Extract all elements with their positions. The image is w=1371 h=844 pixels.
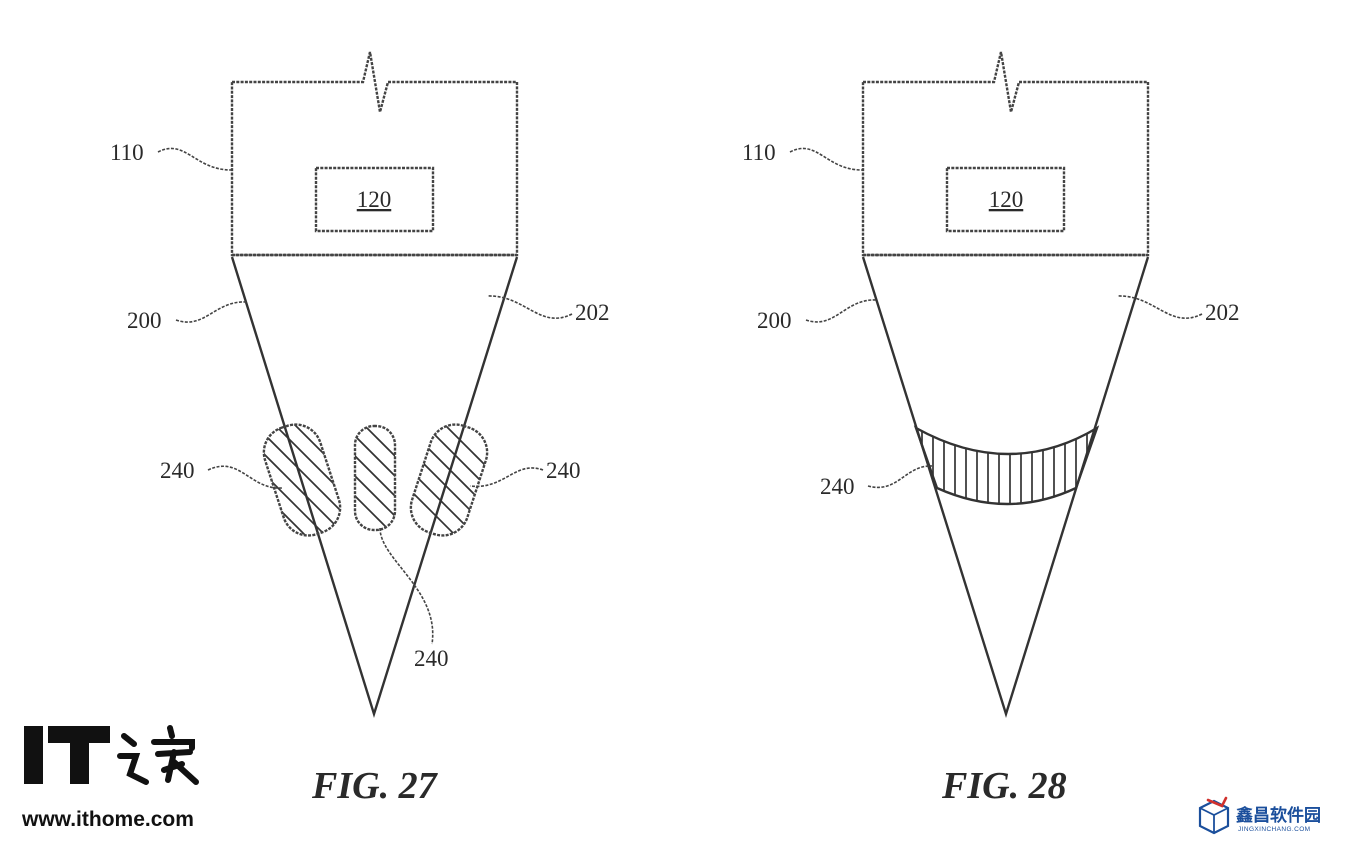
ithome-logo	[24, 725, 199, 785]
ithome-url: www.ithome.com	[21, 808, 194, 831]
leader-202	[487, 295, 573, 319]
leader-110	[789, 147, 863, 171]
xinchang-name: 鑫昌软件园	[1235, 805, 1321, 826]
xinchang-watermark: 鑫昌软件园 JINGXINCHANG.COM	[1198, 796, 1321, 835]
housing-110	[230, 51, 519, 257]
ithome-watermark: www.ithome.com	[21, 725, 199, 831]
figure-28: 120	[742, 51, 1240, 807]
label-240: 240	[820, 474, 855, 499]
chip-label: 120	[989, 187, 1024, 212]
label-202: 202	[575, 300, 610, 325]
label-200: 200	[757, 308, 792, 333]
label-240-right: 240	[546, 458, 581, 483]
chip-120	[945, 166, 1066, 233]
label-110: 110	[110, 140, 144, 165]
electrode-center	[353, 424, 397, 532]
xinchang-url: JINGXINCHANG.COM	[1238, 826, 1311, 833]
label-240-center: 240	[414, 646, 449, 671]
chip-120	[314, 166, 435, 233]
leader-240-left	[207, 465, 283, 489]
tip-cone	[861, 256, 1150, 719]
housing-110	[861, 51, 1150, 257]
electrode-right	[409, 417, 491, 543]
label-240-left: 240	[160, 458, 195, 483]
figure-27: 120	[110, 51, 610, 807]
leader-240-center	[379, 527, 434, 645]
label-202: 202	[1205, 300, 1240, 325]
label-110: 110	[742, 140, 776, 165]
leader-202	[1117, 295, 1203, 319]
xinchang-cube-icon	[1198, 796, 1230, 835]
leader-200	[175, 301, 248, 323]
figure-caption-27: FIG. 27	[311, 765, 439, 807]
chip-label: 120	[357, 187, 392, 212]
figure-caption-28: FIG. 28	[941, 765, 1067, 807]
tip-cone	[230, 256, 519, 719]
leader-200	[805, 299, 878, 323]
leader-240-right	[469, 467, 544, 488]
label-200: 200	[127, 308, 162, 333]
leader-110	[157, 147, 232, 171]
leader-240	[867, 465, 933, 489]
